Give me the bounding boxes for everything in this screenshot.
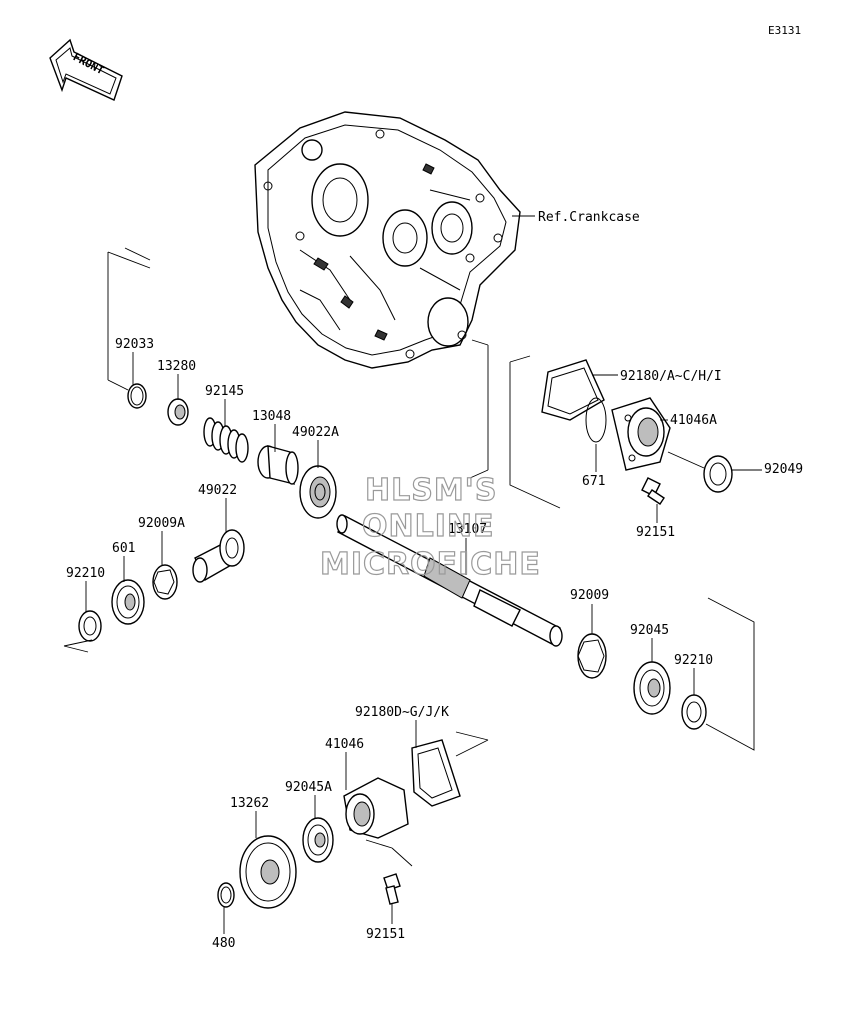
ref-crankcase-label: Ref.Crankcase bbox=[538, 210, 640, 225]
label-49022A: 49022A bbox=[292, 425, 339, 440]
watermark: HLSM'S ONLINE MICROFICHE bbox=[319, 472, 541, 582]
part-41046A[interactable] bbox=[611, 397, 671, 471]
label-92009: 92009 bbox=[570, 588, 609, 603]
label-92033: 92033 bbox=[115, 337, 154, 352]
part-13048[interactable] bbox=[257, 445, 299, 485]
label-41046A: 41046A bbox=[670, 413, 717, 428]
part-92180-lower[interactable] bbox=[411, 739, 461, 807]
label-92045: 92045 bbox=[630, 623, 669, 638]
part-41046[interactable] bbox=[343, 777, 409, 839]
part-49022[interactable] bbox=[192, 529, 245, 583]
watermark-line-2: ONLINE bbox=[362, 509, 495, 544]
part-92210-right[interactable] bbox=[681, 694, 707, 730]
label-92210-left: 92210 bbox=[66, 566, 105, 581]
label-92049: 92049 bbox=[764, 462, 803, 477]
front-arrow-icon: FRONT bbox=[49, 38, 123, 101]
label-92180-upper: 92180/A~C/H/I bbox=[620, 369, 722, 384]
label-671: 671 bbox=[582, 474, 605, 489]
label-480: 480 bbox=[212, 936, 235, 951]
label-92180-lower: 92180D~G/J/K bbox=[355, 705, 449, 720]
label-13048: 13048 bbox=[252, 409, 291, 424]
label-92145: 92145 bbox=[205, 384, 244, 399]
label-92045A: 92045A bbox=[285, 780, 332, 795]
watermark-line-1: HLSM'S bbox=[365, 473, 497, 508]
diagram-code: E3131 bbox=[768, 24, 801, 37]
label-92009A: 92009A bbox=[138, 516, 185, 531]
label-92210-right: 92210 bbox=[674, 653, 713, 668]
part-92049[interactable] bbox=[703, 455, 733, 493]
part-601[interactable] bbox=[111, 579, 145, 625]
part-92009[interactable] bbox=[577, 633, 607, 679]
crankcase-outline bbox=[254, 111, 521, 369]
part-13107[interactable] bbox=[336, 514, 563, 647]
part-13262[interactable] bbox=[239, 835, 297, 909]
part-49022A[interactable] bbox=[299, 465, 337, 519]
part-92210-left[interactable] bbox=[78, 610, 102, 642]
part-13280[interactable] bbox=[167, 398, 189, 426]
part-92009A[interactable] bbox=[152, 564, 178, 600]
label-92151-lower: 92151 bbox=[366, 927, 405, 942]
part-92151-lower[interactable] bbox=[383, 873, 401, 905]
label-41046: 41046 bbox=[325, 737, 364, 752]
part-92033[interactable] bbox=[127, 383, 147, 409]
part-92180-upper[interactable] bbox=[541, 359, 605, 421]
part-92151-upper[interactable] bbox=[641, 477, 665, 505]
label-13280: 13280 bbox=[157, 359, 196, 374]
label-49022: 49022 bbox=[198, 483, 237, 498]
part-92045A[interactable] bbox=[302, 817, 334, 863]
label-13107: 13107 bbox=[448, 522, 487, 537]
watermark-line-3: MICROFICHE bbox=[320, 547, 541, 582]
label-601: 601 bbox=[112, 541, 135, 556]
label-92151-upper: 92151 bbox=[636, 525, 675, 540]
part-92145[interactable] bbox=[203, 417, 249, 463]
part-92045[interactable] bbox=[633, 661, 671, 715]
label-13262: 13262 bbox=[230, 796, 269, 811]
part-480[interactable] bbox=[217, 882, 235, 908]
part-671[interactable] bbox=[585, 397, 607, 443]
